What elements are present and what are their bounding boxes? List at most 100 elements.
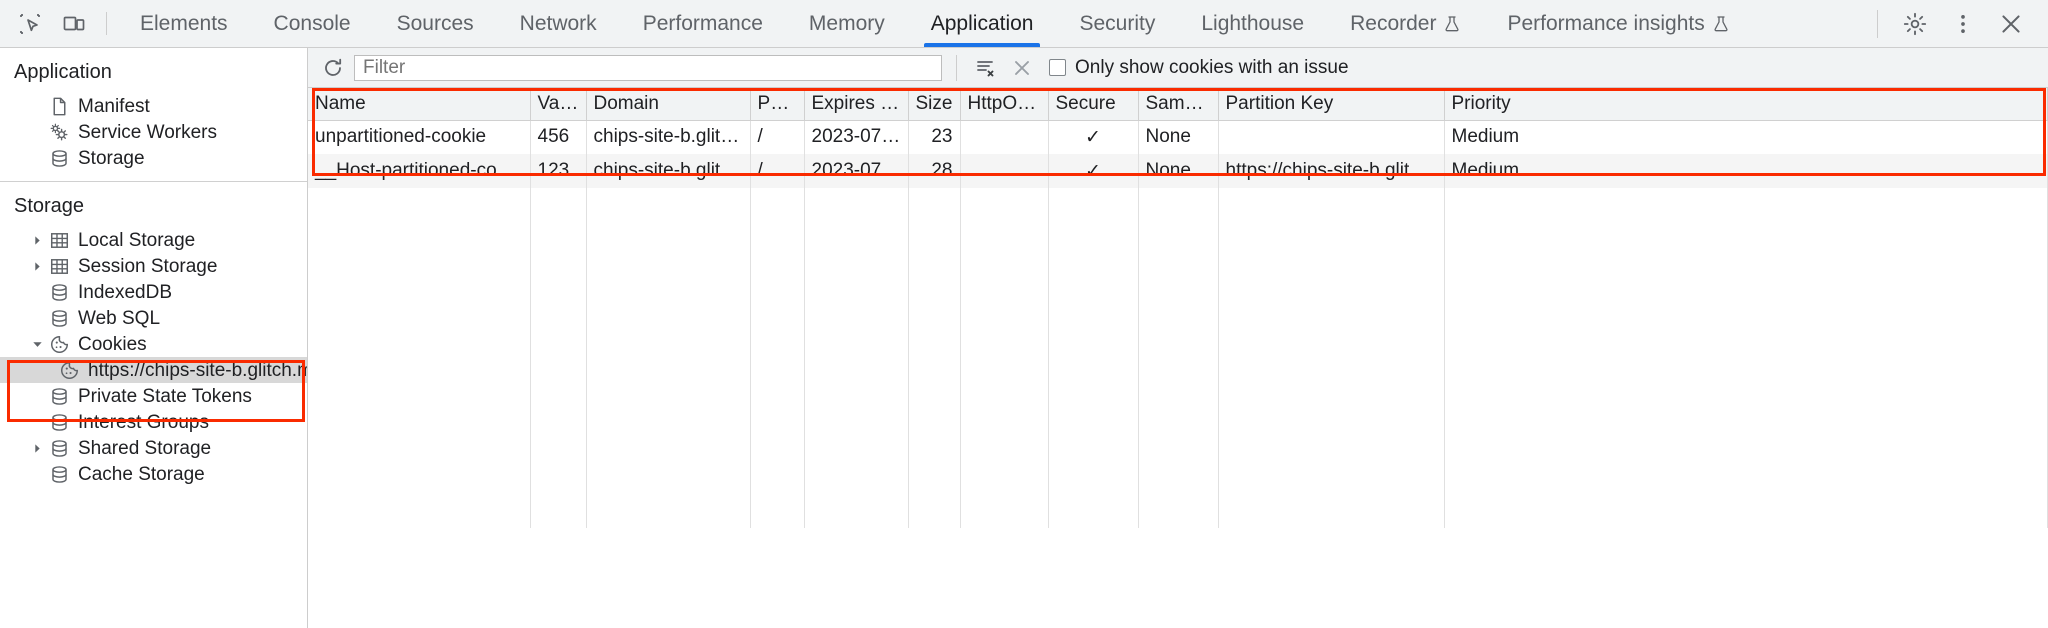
inspect-element-icon[interactable]	[8, 0, 52, 47]
sidebar-section-title: Storage	[14, 195, 85, 217]
tab-network[interactable]: Network	[497, 0, 620, 47]
chevron-down-icon[interactable]	[28, 339, 46, 350]
sidebar-item-cache-storage[interactable]: Cache Storage	[0, 461, 307, 487]
chevron-right-icon[interactable]	[28, 443, 46, 454]
sidebar-item-label: Private State Tokens	[78, 385, 252, 407]
cell-samesite: None	[1138, 120, 1219, 154]
column-header-path[interactable]: Path	[750, 88, 805, 121]
sidebar-item-session-storage[interactable]: Session Storage	[0, 253, 307, 279]
cell-partition-key: https://chips-site-b.glitch.me	[1218, 154, 1445, 188]
tab-memory[interactable]: Memory	[786, 0, 908, 47]
sidebar-item-local-storage[interactable]: Local Storage	[0, 227, 307, 253]
column-header-priority[interactable]: Priority	[1444, 88, 2048, 121]
refresh-icon[interactable]	[318, 53, 348, 83]
application-sidebar: Application Manifest	[0, 48, 308, 628]
column-header-partition-key[interactable]: Partition Key	[1218, 88, 1445, 121]
clear-all-icon[interactable]	[1007, 53, 1037, 83]
column-header-value[interactable]: Value	[530, 88, 587, 121]
tab-performance[interactable]: Performance	[620, 0, 786, 47]
checkbox-box[interactable]	[1049, 59, 1066, 76]
tab-label: Network	[519, 11, 597, 35]
close-icon[interactable]	[1988, 1, 2034, 47]
cell-samesite: None	[1138, 154, 1219, 188]
column-header-name[interactable]: Name	[308, 88, 531, 121]
table-icon	[46, 256, 72, 277]
filter-input[interactable]	[354, 54, 942, 81]
sidebar-item-web-sql[interactable]: Web SQL	[0, 305, 307, 331]
toolbar-divider-right	[1877, 9, 1878, 38]
table-row[interactable]: __Host-partitioned-cookie 123 chips-site…	[308, 154, 2048, 188]
cookie-icon	[56, 360, 82, 381]
cell-priority: Medium	[1444, 120, 2048, 154]
column-header-samesite[interactable]: SameSite	[1138, 88, 1219, 121]
cookies-table: Name Value Domain Path Expires / M… Size…	[308, 88, 2048, 188]
column-header-httponly[interactable]: HttpOnly	[960, 88, 1049, 121]
column-header-domain[interactable]: Domain	[586, 88, 751, 121]
sidebar-item-private-state-tokens[interactable]: Private State Tokens	[0, 383, 307, 409]
tab-label: Elements	[140, 11, 228, 35]
panel-tabs: Elements Console Sources Network Perform…	[117, 0, 1753, 47]
sidebar-item-shared-storage[interactable]: Shared Storage	[0, 435, 307, 461]
gear-icon[interactable]	[1892, 1, 1938, 47]
sidebar-item-label: Service Workers	[78, 121, 218, 143]
table-header-row: Name Value Domain Path Expires / M… Size…	[308, 88, 2048, 121]
tab-sources[interactable]: Sources	[374, 0, 497, 47]
experiment-flask-icon	[1443, 15, 1461, 33]
sidebar-section-application: Application Manifest	[0, 48, 307, 181]
database-icon	[46, 148, 72, 169]
tab-lighthouse[interactable]: Lighthouse	[1178, 0, 1327, 47]
sidebar-item-cookies[interactable]: Cookies	[0, 331, 307, 357]
sidebar-section-storage: Storage Local Storage	[0, 181, 307, 497]
sidebar-item-label: https://chips-site-b.glitch.me	[88, 359, 308, 381]
cell-partition-key	[1218, 120, 1445, 154]
tab-security[interactable]: Security	[1056, 0, 1178, 47]
sidebar-item-indexeddb[interactable]: IndexedDB	[0, 279, 307, 305]
cell-name: unpartitioned-cookie	[308, 120, 531, 154]
column-header-expires[interactable]: Expires / M…	[804, 88, 909, 121]
cookies-table-empty-rows	[308, 188, 2048, 528]
cell-domain: chips-site-b.glitch.me	[586, 154, 751, 188]
cookies-panel: Only show cookies with an issue Name Val…	[308, 48, 2048, 628]
cell-value: 456	[530, 120, 587, 154]
database-icon	[46, 464, 72, 485]
only-show-issues-checkbox[interactable]: Only show cookies with an issue	[1049, 57, 1349, 79]
cell-httponly	[960, 154, 1049, 188]
sidebar-item-label: Manifest	[78, 95, 150, 117]
more-vertical-icon[interactable]	[1940, 1, 1986, 47]
sidebar-item-manifest[interactable]: Manifest	[0, 93, 307, 119]
sidebar-item-label: Cache Storage	[78, 463, 205, 485]
database-icon	[46, 386, 72, 407]
chevron-right-icon[interactable]	[28, 261, 46, 272]
sidebar-item-service-workers[interactable]: Service Workers	[0, 119, 307, 145]
sidebar-item-label: Interest Groups	[78, 411, 209, 433]
column-header-secure[interactable]: Secure	[1048, 88, 1139, 121]
tab-elements[interactable]: Elements	[117, 0, 251, 47]
empty-row	[308, 460, 2048, 494]
panel-split: Application Manifest	[0, 48, 2048, 628]
tab-recorder[interactable]: Recorder	[1327, 0, 1484, 47]
devtools-main-toolbar: Elements Console Sources Network Perform…	[0, 0, 2048, 48]
clear-filters-icon[interactable]	[971, 53, 1001, 83]
checkbox-label: Only show cookies with an issue	[1075, 56, 1349, 78]
database-icon	[46, 308, 72, 329]
filterbar-divider	[956, 54, 957, 81]
cell-httponly	[960, 120, 1049, 154]
cell-priority: Medium	[1444, 154, 2048, 188]
empty-row	[308, 290, 2048, 324]
column-header-size[interactable]: Size	[908, 88, 961, 121]
cell-domain: chips-site-b.glitch.me	[586, 120, 751, 154]
sidebar-item-cookie-origin[interactable]: https://chips-site-b.glitch.me	[0, 357, 307, 383]
sidebar-item-label: Shared Storage	[78, 437, 212, 459]
sidebar-item-storage[interactable]: Storage	[0, 145, 307, 171]
toolbar-right-actions	[1865, 0, 2048, 47]
tab-console[interactable]: Console	[251, 0, 374, 47]
tab-performance-insights[interactable]: Performance insights	[1484, 0, 1752, 47]
tab-label: Application	[930, 11, 1034, 35]
table-icon	[46, 230, 72, 251]
table-row[interactable]: unpartitioned-cookie 456 chips-site-b.gl…	[308, 120, 2048, 154]
tab-application[interactable]: Application	[908, 0, 1057, 47]
manifest-document-icon	[46, 96, 72, 117]
sidebar-item-interest-groups[interactable]: Interest Groups	[0, 409, 307, 435]
chevron-right-icon[interactable]	[28, 235, 46, 246]
device-toolbar-icon[interactable]	[52, 0, 96, 47]
